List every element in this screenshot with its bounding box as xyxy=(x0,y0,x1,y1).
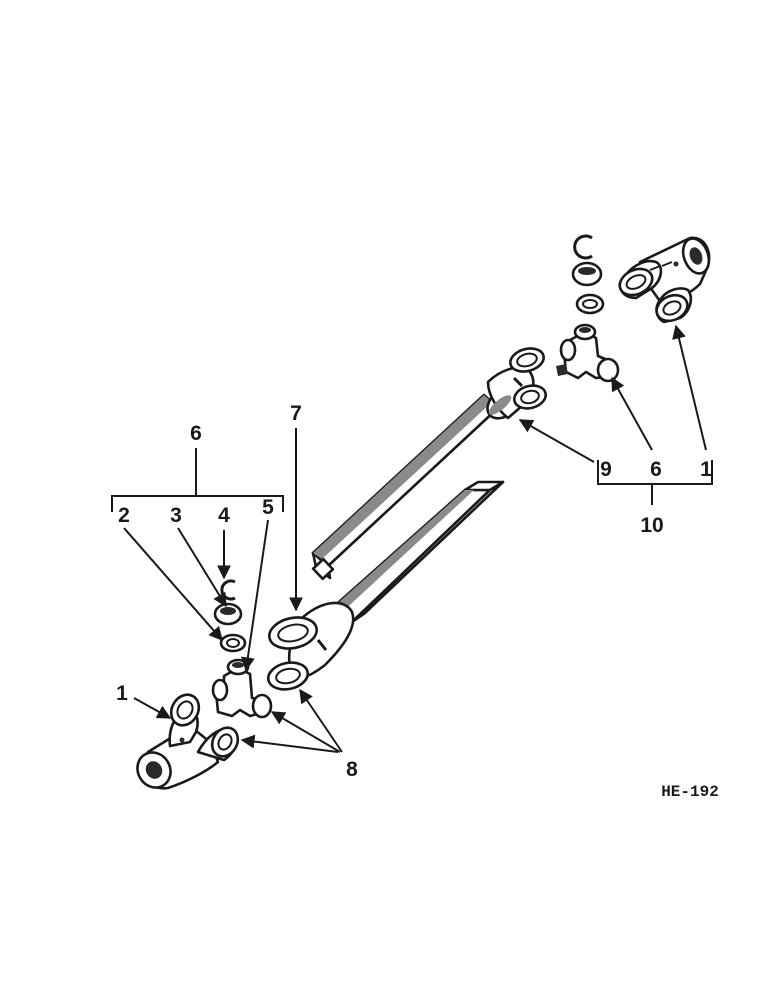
left-snap-ring xyxy=(220,579,236,601)
callout-1-left: 1 xyxy=(116,682,128,705)
callout-3: 3 xyxy=(170,504,182,527)
callout-9: 9 xyxy=(600,458,612,481)
right-end-yoke xyxy=(618,236,711,324)
callout-2: 2 xyxy=(118,504,130,527)
right-cross-spider xyxy=(556,323,620,383)
left-bearing-cap xyxy=(213,602,243,626)
right-seal-ring xyxy=(575,293,605,315)
right-group-bracket xyxy=(597,460,713,505)
upper-shaft-yoke xyxy=(486,347,548,420)
drawing-code: HE-192 xyxy=(661,783,719,801)
left-cross-spider xyxy=(211,658,273,719)
callout-7: 7 xyxy=(290,402,302,425)
callout-4: 4 xyxy=(218,504,230,527)
leader-lines xyxy=(123,324,707,753)
right-snap-ring xyxy=(573,234,593,260)
lower-shaft-yoke xyxy=(266,601,355,691)
lower-shaft-tube xyxy=(328,480,505,624)
right-bearing-cap xyxy=(571,261,603,287)
callout-5: 5 xyxy=(262,496,274,519)
callout-6-left: 6 xyxy=(190,422,202,445)
callout-8: 8 xyxy=(346,758,358,781)
callout-10: 10 xyxy=(640,514,663,537)
callout-1-right: 1 xyxy=(700,458,712,481)
left-group-bracket xyxy=(111,448,284,512)
callout-6-right: 6 xyxy=(650,458,662,481)
left-end-yoke xyxy=(136,693,240,790)
left-seal-ring xyxy=(219,633,247,653)
